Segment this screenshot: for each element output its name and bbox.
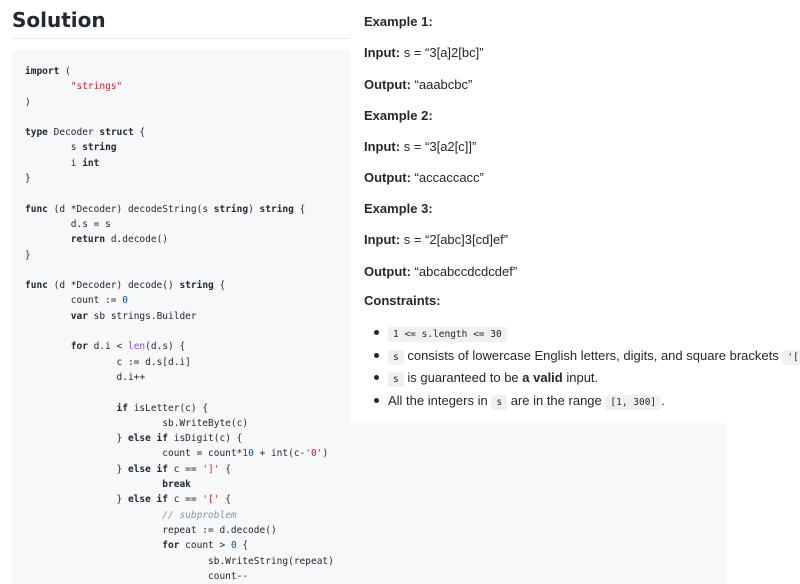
code-line-33: sb.WriteString(repeat) [25, 555, 334, 567]
code-line-3: ) [25, 96, 31, 108]
constraints-list: 1 <= s.length <= 30 s consists of lowerc… [364, 322, 800, 412]
input-value: s = “3[a2[c]]” [400, 139, 477, 154]
code-line-27: } else if c == ']' { [25, 463, 231, 475]
output-value: “accaccacc” [410, 170, 484, 185]
output-value: “aaabcbc” [410, 77, 473, 92]
constraint-item: s is guaranteed to be a valid input. [364, 367, 800, 390]
example-2-output: Output: “accaccacc” [364, 170, 484, 185]
example-2-title: Example 2: [364, 108, 433, 123]
input-label: Input: [364, 45, 401, 60]
code-line-24: sb.WriteByte(c) [25, 417, 249, 429]
code-line-34: count-- [25, 570, 249, 582]
input-label: Input: [364, 232, 401, 247]
inline-code: s [491, 394, 508, 410]
example-1-output: Output: “aaabcbc” [364, 77, 472, 92]
example-1-input: Input: s = “3[a]2[bc]” [364, 45, 484, 60]
code-block: import ( "strings" ) type Decoder struct… [25, 64, 334, 584]
output-value: “abcabccdcdcdef” [410, 264, 518, 279]
input-value: s = “3[a]2[bc]” [400, 45, 484, 60]
code-line-32: for count > 0 { [162, 540, 249, 552]
example-3-title: Example 3: [364, 201, 433, 216]
example-2-input: Input: s = “3[a2[c]]” [364, 139, 476, 154]
code-line-25: } else if isDigit(c) { [25, 433, 243, 445]
code-line-10: func (d *Decoder) decodeString(s string)… [25, 203, 306, 215]
code-line-2: "strings" [70, 81, 123, 93]
code-line-6: s string [25, 142, 117, 154]
code-line-23: if isLetter(c) { [116, 402, 209, 414]
input-value: s = “2[abc]3[cd]ef” [400, 232, 509, 247]
code-line-21: d.i++ [25, 371, 146, 383]
code-line-28: break [162, 479, 191, 491]
code-line-20: c := d.s[d.i] [25, 356, 191, 368]
input-label: Input: [364, 139, 401, 154]
inline-code: [1, 300] [605, 394, 662, 410]
code-line-13: } [25, 249, 31, 261]
code-line-16: count := 0 [25, 295, 128, 307]
example-1-title: Example 1: [364, 14, 433, 29]
inline-code: 1 <= s.length <= 30 [388, 327, 507, 342]
inline-code: '[]' [782, 349, 800, 365]
title-divider [12, 38, 350, 39]
code-line-11: d.s = s [25, 218, 111, 230]
constraint-item: 1 <= s.length <= 30 [364, 322, 800, 345]
output-label: Output: [364, 170, 411, 185]
output-label: Output: [364, 77, 411, 92]
code-line-1: import ( [25, 66, 71, 77]
code-line-19: for d.i < len(d.s) { [70, 341, 186, 353]
code-line-29: } else if c == '[' { [25, 494, 231, 506]
code-line-17: var sb strings.Builder [70, 310, 197, 322]
example-3-input: Input: s = “2[abc]3[cd]ef” [364, 232, 508, 247]
inline-code: s [388, 372, 404, 388]
code-line-26: count = count*10 + int(c-'0') [25, 448, 329, 460]
code-line-8: } [25, 173, 31, 185]
code-line-15: func (d *Decoder) decode() string { [25, 280, 226, 292]
code-line-5: type Decoder struct { [25, 127, 146, 139]
code-line-31: repeat := d.decode() [25, 524, 277, 536]
problem-panel: Example 1: Input: s = “3[a]2[bc]” Output… [350, 0, 800, 423]
code-line-7: i int [25, 157, 100, 169]
example-3-output: Output: “abcabccdcdcdef” [364, 264, 517, 279]
solution-title: Solution [12, 8, 106, 32]
inline-code: s [388, 349, 404, 365]
constraint-item: s consists of lowercase English letters,… [364, 345, 800, 368]
constraint-item: All the integers in s are in the range [… [364, 390, 800, 413]
code-line-12: return d.decode() [70, 234, 169, 246]
code-line-30: // subproblem [162, 509, 237, 521]
constraints-title: Constraints: [364, 293, 441, 308]
output-label: Output: [364, 264, 411, 279]
